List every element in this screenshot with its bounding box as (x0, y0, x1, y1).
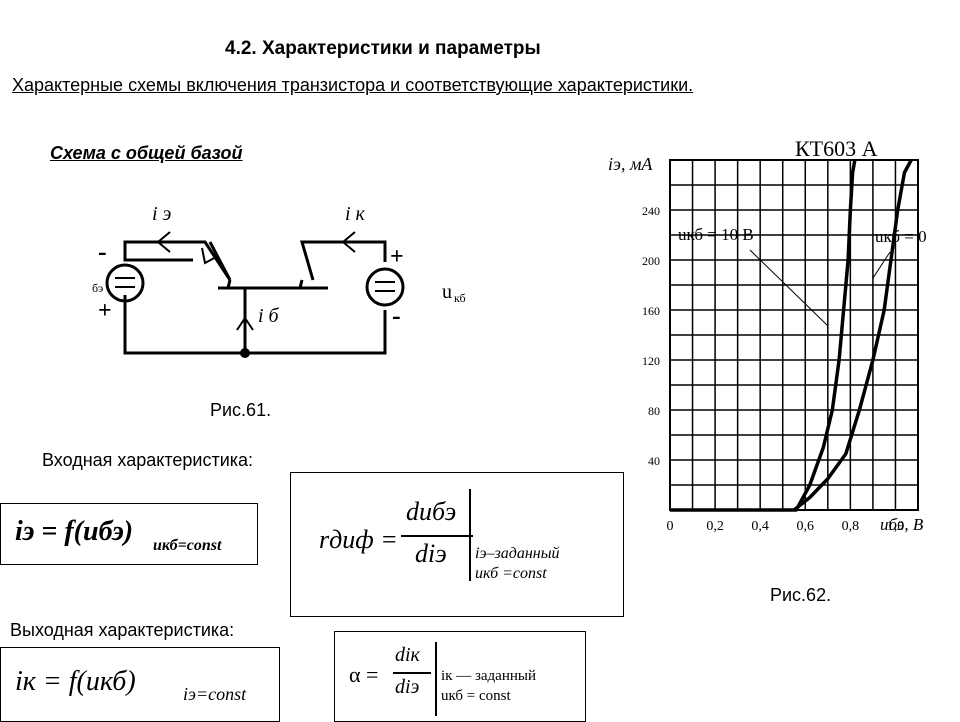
alpha-denominator: diэ (395, 676, 420, 698)
label-ie: i э (152, 203, 172, 225)
source-ube (105, 263, 145, 303)
rdif-numerator: duбэ (406, 497, 457, 526)
source-ukb (365, 267, 405, 307)
common-base-circuit: i э i к i б u бэ u кб - + + - (92, 203, 466, 358)
figure-62-caption: Рис.62. (770, 585, 832, 605)
sign-plus-right: + (390, 244, 404, 270)
x-tick-label: 0,6 (797, 519, 815, 534)
alpha-eval-bar (435, 642, 437, 716)
input-formula-cond: uкб=const (153, 537, 222, 554)
y-tick-label: 200 (642, 254, 660, 268)
y-tick-label: 160 (642, 304, 660, 318)
ik-arrow (341, 231, 356, 253)
label-ib: i б (258, 305, 280, 327)
input-char-heading: Входная характеристика: (42, 450, 254, 470)
bottom-wire (123, 295, 387, 355)
output-char-heading: Выходная характеристика: (10, 620, 235, 640)
ie-arrow (156, 231, 171, 253)
sign-minus-left: - (98, 237, 107, 266)
figure-61-caption: Рис.61. (210, 400, 272, 420)
x-tick-label: 0,2 (706, 519, 724, 534)
input-formula-main: iэ = f(uбэ) (15, 516, 134, 547)
alpha-lhs: α = (349, 662, 379, 687)
annotation-ukb-10: uкб = 10 В (678, 225, 754, 244)
sign-minus-right: - (392, 301, 401, 330)
rdif-denominator: diэ (415, 539, 447, 568)
rdif-formula-box: rдиф = duбэ diэ iэ–заданный uкб =const (290, 472, 624, 617)
alpha-fraction-bar (393, 672, 431, 674)
alpha-cond1: iк — заданный (441, 668, 536, 684)
rdif-lhs: rдиф = (319, 525, 398, 554)
chart-xlabel: uбэ, В (880, 515, 924, 534)
input-formula-box: iэ = f(uбэ) uкб=const (0, 503, 258, 565)
label-ube-sub: бэ (92, 281, 103, 295)
alpha-numerator: diк (395, 644, 420, 666)
x-tick-label: 0,4 (751, 519, 769, 534)
x-tick-label: 0 (667, 519, 674, 534)
alpha-cond2: uкб = const (441, 688, 511, 704)
alpha-formula-box: α = diк diэ iк — заданный uкб = const (334, 631, 586, 722)
page-title: 4.2. Характеристики и параметры (225, 38, 541, 59)
circuit-heading: Схема с общей базой (50, 143, 243, 163)
y-tick-label: 40 (648, 454, 660, 468)
rdif-fraction-bar (401, 535, 473, 537)
rdif-cond2: uкб =const (475, 565, 547, 582)
y-tick-label: 240 (642, 204, 660, 218)
y-tick-label: 120 (642, 354, 660, 368)
rdif-cond1: iэ–заданный (475, 545, 560, 562)
ib-arrow (236, 316, 254, 331)
output-formula-box: iк = f(uкб) iэ=const (0, 647, 280, 722)
base-node (240, 348, 250, 358)
kt603-input-chart: КТ603 А iэ, мА uбэ, В 0 0,2 0,4 0,6 0,8 1,0 40… (608, 136, 927, 534)
chart-title: КТ603 А (795, 136, 878, 161)
annotation-ukb-0: uкб = 0 (875, 227, 927, 246)
series-ukb-0-line (792, 159, 913, 512)
label-ukb-sub: кб (454, 291, 466, 305)
sign-plus-left: + (98, 298, 112, 324)
rdif-eval-bar (469, 489, 471, 581)
emitter-arrowhead (201, 247, 219, 265)
y-tick-label: 80 (648, 404, 660, 418)
label-ik: i к (345, 203, 366, 225)
x-tick-label: 0,8 (842, 519, 860, 534)
output-formula-cond: iэ=const (183, 684, 247, 704)
emitter-wire (123, 240, 232, 281)
x-tick-label: 1,0 (887, 519, 905, 534)
label-ukb: u (442, 281, 452, 303)
output-formula-main: iк = f(uкб) (15, 666, 136, 697)
page-subtitle: Характерные схемы включения транзистора … (12, 75, 694, 95)
chart-ylabel: iэ, мА (608, 154, 653, 174)
series-ukb-10-line (670, 159, 857, 512)
